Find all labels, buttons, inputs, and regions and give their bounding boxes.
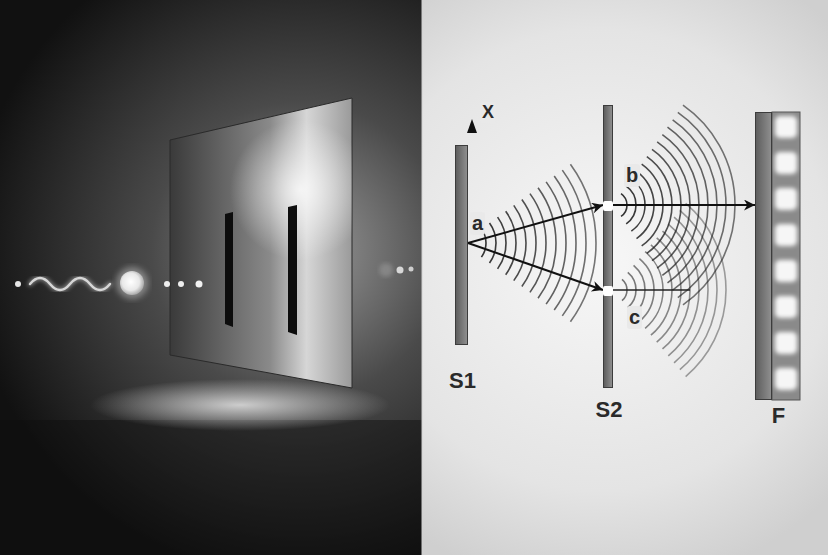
wavefront-arc (678, 112, 726, 297)
point-label: a (470, 212, 485, 235)
wavefront-arc (686, 203, 726, 376)
slit-opening (603, 286, 613, 296)
wavefront-arc (546, 182, 566, 304)
interference-fringe (775, 188, 797, 210)
ray-arrow (468, 243, 603, 290)
barrier-plate: F (755, 112, 772, 400)
interference-fringe (775, 224, 797, 246)
ray-arrow (468, 205, 603, 243)
plate-label: F (772, 403, 785, 428)
wavefront-arc (522, 200, 536, 287)
interference-fringe (775, 152, 797, 174)
wavefront-arc (621, 194, 627, 217)
slit-opening (603, 201, 613, 211)
interference-fringe (775, 368, 797, 390)
barrier-plate: S2 (603, 105, 613, 388)
interference-fringe (775, 260, 797, 282)
wavefront-arc (514, 205, 526, 280)
plate-label: S2 (596, 397, 623, 422)
axis-label: X (480, 102, 496, 123)
interference-fringe (775, 332, 797, 354)
wavefront-arc (642, 164, 663, 246)
wavefront-arc (554, 176, 576, 310)
interference-fringe (775, 116, 797, 138)
wavefront-arc (570, 164, 596, 322)
wavefront-arc (530, 194, 546, 293)
interference-fringe (775, 296, 797, 318)
wavefront-arc (538, 188, 556, 299)
wavefront-arc (647, 157, 672, 254)
wavefront-arc (657, 142, 690, 268)
barrier-plate: S1 (455, 145, 468, 345)
wavefront-arc (506, 211, 516, 274)
wavefront-arc (626, 186, 636, 224)
wavefront-arc (652, 149, 681, 260)
ray-arrow (613, 204, 755, 206)
wavefront-arc (498, 217, 506, 269)
point-label: c (627, 306, 642, 329)
point-label: b (624, 164, 640, 187)
wavefront-arc (562, 170, 586, 316)
wavefront-arc (683, 105, 735, 305)
plate-label: S1 (449, 368, 476, 393)
wavefront-arc (490, 223, 496, 263)
